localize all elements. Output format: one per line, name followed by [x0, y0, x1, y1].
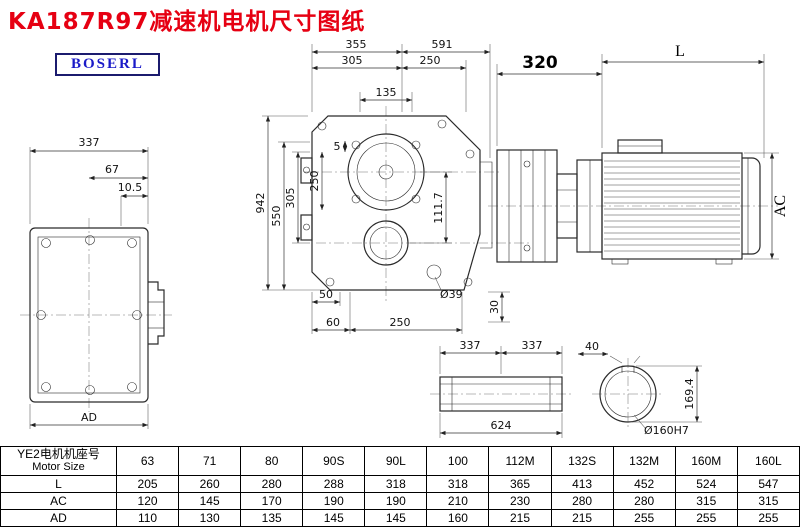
table-header-row: YE2电机机座号 Motor Size 63 71 80 90S 90L 100… [0, 446, 800, 476]
size-col-112m: 112M [488, 446, 552, 476]
dim-L-label: L [675, 43, 685, 60]
table-cell: 210 [426, 492, 490, 510]
front-view [300, 106, 530, 302]
table-cell: 288 [302, 475, 366, 493]
table-cell: 145 [364, 509, 428, 527]
table-cell: 280 [612, 492, 676, 510]
bore-view-dimensions: 40 169.4 Ø160H7 [578, 340, 702, 437]
left-side-view [20, 218, 172, 412]
dim-250-bottom-label: 250 [390, 316, 411, 329]
dim-337-side-label: 337 [79, 136, 100, 149]
table-cell: 190 [364, 492, 428, 510]
dim-67-label: 67 [105, 163, 119, 176]
dim-591-label: 591 [432, 38, 453, 51]
table-cell: 215 [488, 509, 552, 527]
dim-135-label: 135 [376, 86, 397, 99]
size-col-90s: 90S [302, 446, 366, 476]
motor-side-view [488, 139, 778, 265]
dim-337-shaft-left-label: 337 [460, 339, 481, 352]
table-cell: 215 [550, 509, 614, 527]
shaft-detail-view [430, 376, 574, 412]
dim-624-label: 624 [491, 419, 512, 432]
table-row-AD: AD 110 130 135 145 145 160 215 215 255 2… [0, 509, 800, 527]
size-col-160l: 160L [736, 446, 800, 476]
shaft-view-dimensions: 337 337 624 [439, 339, 563, 438]
dim-355-label: 355 [346, 38, 367, 51]
dim-60-label: 60 [326, 316, 340, 329]
table-cell: 452 [612, 475, 676, 493]
dim-dia39-label: Ø39 [440, 288, 463, 301]
header-en: Motor Size [32, 461, 85, 473]
size-col-132s: 132S [550, 446, 614, 476]
dim-305-top-label: 305 [342, 54, 363, 67]
table-cell: 260 [178, 475, 242, 493]
table-cell: 280 [550, 492, 614, 510]
size-col-100: 100 [426, 446, 490, 476]
front-view-dimensions: 355 591 305 250 135 942 550 305 250 5 11… [254, 38, 510, 334]
table-header-motor-size: YE2电机机座号 Motor Size [0, 446, 117, 476]
boserl-logo: BOSERL [55, 53, 160, 76]
table-cell: 280 [240, 475, 304, 493]
table-cell: 120 [115, 492, 180, 510]
dim-10-5-label: 10.5 [118, 181, 143, 194]
table-cell: 365 [488, 475, 552, 493]
dim-5-label: 5 [334, 140, 341, 153]
table-cell: 135 [240, 509, 304, 527]
row-label-AC: AC [0, 492, 117, 510]
dim-942-label: 942 [254, 193, 267, 214]
table-cell: 318 [364, 475, 428, 493]
row-label-AD: AD [0, 509, 117, 527]
table-cell: 318 [426, 475, 490, 493]
table-cell: 315 [736, 492, 800, 510]
motor-dimension-table: YE2电机机座号 Motor Size 63 71 80 90S 90L 100… [0, 446, 800, 527]
dim-250-top-label: 250 [420, 54, 441, 67]
dim-550-label: 550 [270, 206, 283, 227]
table-cell: 255 [674, 509, 738, 527]
dim-AC-label: AC [772, 195, 789, 217]
motor-view-dimensions: 320 L AC [496, 43, 789, 260]
dim-169-4-label: 169.4 [683, 378, 696, 410]
table-cell: 190 [302, 492, 366, 510]
size-col-80: 80 [240, 446, 304, 476]
shaft-bore-view [592, 358, 664, 430]
dim-50-bottom-label: 50 [319, 288, 333, 301]
table-cell: 524 [674, 475, 738, 493]
page-title: KA187R97减速机电机尺寸图纸 [8, 9, 366, 35]
size-col-160m: 160M [674, 446, 738, 476]
table-cell: 205 [115, 475, 180, 493]
dim-337-shaft-right-label: 337 [522, 339, 543, 352]
table-cell: 413 [550, 475, 614, 493]
table-row-L: L 205 260 280 288 318 318 365 413 452 52… [0, 475, 800, 493]
technical-drawing: 337 67 10.5 AD [20, 38, 789, 438]
table-cell: 315 [674, 492, 738, 510]
dim-30-label: 30 [488, 300, 501, 314]
table-cell: 130 [178, 509, 242, 527]
table-cell: 547 [736, 475, 800, 493]
dim-111-7-label: 111.7 [432, 192, 445, 224]
table-row-AC: AC 120 145 170 190 190 210 230 280 280 3… [0, 492, 800, 510]
size-col-132m: 132M [612, 446, 676, 476]
left-side-view-dimensions: 337 67 10.5 AD [29, 136, 149, 429]
table-cell: 160 [426, 509, 490, 527]
row-label-L: L [0, 475, 117, 493]
size-col-71: 71 [178, 446, 242, 476]
table-cell: 255 [736, 509, 800, 527]
size-col-63: 63 [115, 446, 180, 476]
dim-320-label: 320 [522, 53, 558, 73]
dim-250-left-label: 250 [308, 171, 321, 192]
dim-dia160h7-label: Ø160H7 [644, 424, 689, 437]
table-cell: 170 [240, 492, 304, 510]
dim-40-label: 40 [585, 340, 599, 353]
table-cell: 110 [115, 509, 180, 527]
size-col-90l: 90L [364, 446, 428, 476]
table-cell: 145 [302, 509, 366, 527]
dim-305-left-label: 305 [284, 188, 297, 209]
table-cell: 145 [178, 492, 242, 510]
dim-AD-label: AD [81, 411, 97, 424]
table-cell: 255 [612, 509, 676, 527]
header-cn: YE2电机机座号 [17, 447, 100, 461]
table-cell: 230 [488, 492, 552, 510]
